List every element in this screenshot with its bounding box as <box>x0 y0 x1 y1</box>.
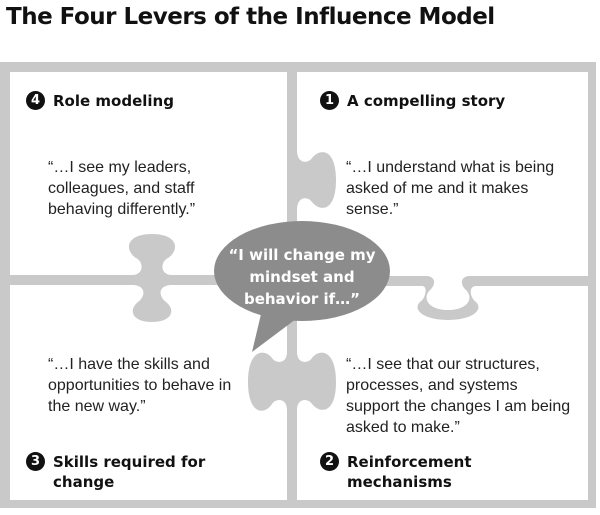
panel-reinforcement <box>297 286 588 500</box>
quote-role-modeling: “…I see my leaders, colleagues, and staf… <box>48 159 196 218</box>
diagram-title: The Four Levers of the Influence Model <box>6 4 495 30</box>
quote-skills: “…I have the skills and opportunities to… <box>48 356 232 415</box>
number-4-icon: 4 <box>26 91 45 110</box>
label-text: A compelling story <box>347 92 506 110</box>
label-reinforcement: 2 Reinforcement mechanisms <box>320 452 520 492</box>
label-compelling-story: 1 A compelling story <box>320 91 505 111</box>
label-role-modeling: 4 Role modeling <box>26 91 174 111</box>
label-skills: 3 Skills required for change <box>26 452 256 492</box>
speech-bubble <box>214 221 390 352</box>
panel-role-modeling <box>10 72 287 275</box>
quote-compelling-story: “…I understand what is being asked of me… <box>346 159 555 218</box>
speech-bubble-text: “I will change my mindset and behavior i… <box>228 246 376 308</box>
label-text: Skills required for change <box>53 453 206 491</box>
number-2-icon: 2 <box>320 452 339 471</box>
number-3-icon: 3 <box>26 452 45 471</box>
quote-reinforcement: “…I see that our structures, processes, … <box>346 356 571 436</box>
number-1-icon: 1 <box>320 91 339 110</box>
panel-skills <box>10 285 287 500</box>
label-text: Reinforcement mechanisms <box>347 453 472 491</box>
label-text: Role modeling <box>53 92 174 110</box>
